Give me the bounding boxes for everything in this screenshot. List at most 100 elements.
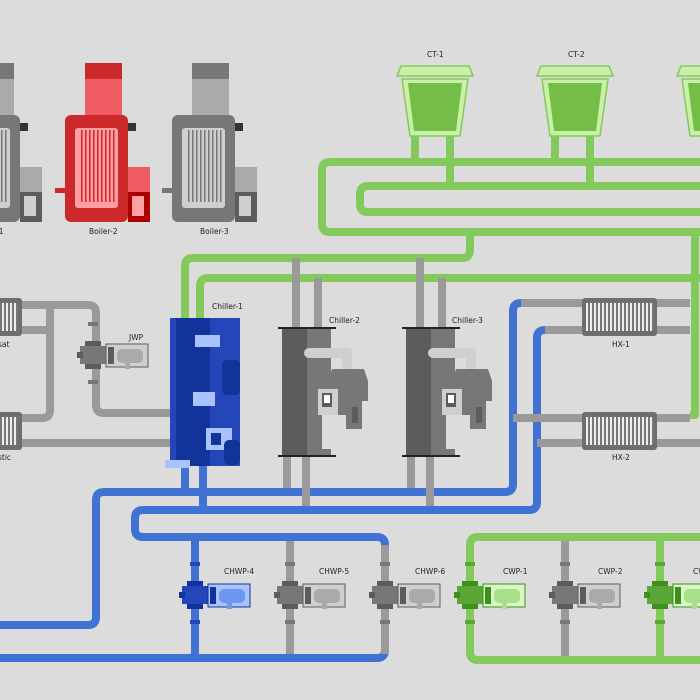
boiler1-label: -1 [0,227,4,236]
cooling-tower-1[interactable] [395,65,475,137]
part [548,83,602,131]
part [644,592,650,598]
part [0,417,2,445]
part [620,303,622,331]
ct2-label: CT-2 [568,50,585,59]
part [162,188,172,193]
pump-jwp[interactable] [77,322,149,384]
part [596,417,598,445]
hx-left-bottom[interactable] [0,412,22,450]
pump-chwp-6[interactable] [369,562,441,624]
part [192,63,229,79]
chiller-3[interactable] [402,327,492,457]
part [628,417,630,445]
chwp5-label: CHWP-5 [319,567,349,576]
hx-1[interactable] [582,298,657,336]
part [592,417,594,445]
part [196,130,198,202]
part [409,589,435,603]
part [277,586,303,604]
part [402,455,460,457]
part [132,196,144,216]
part [77,352,83,358]
part [208,130,210,202]
cw-chiller-supply [181,232,474,322]
part [212,130,214,202]
part [97,130,99,202]
pump-cwp-2[interactable] [549,562,621,624]
part [692,603,697,609]
part [465,620,475,624]
part [402,327,460,329]
part [457,586,483,604]
part [235,123,243,131]
part [597,603,602,609]
part [113,130,115,202]
part [647,586,673,604]
part [494,589,520,603]
hx-left-top[interactable] [0,298,22,336]
part [352,407,358,423]
part [4,417,6,445]
part [165,460,190,468]
hx-2[interactable] [582,412,657,450]
part [628,303,630,331]
chiller2-label: Chiller-2 [329,316,360,325]
part [616,303,618,331]
pump-chwp-5[interactable] [274,562,346,624]
chw-header-2 [131,326,549,546]
part [476,407,482,423]
part [466,348,476,370]
pump-chwp-4[interactable] [179,562,251,624]
pump-cwp-3[interactable] [644,562,700,624]
cwp3-label: CW [693,567,700,576]
part [195,335,220,347]
part [0,63,14,79]
part [648,303,650,331]
part [324,395,330,403]
chiller-2[interactable] [278,327,368,457]
part [400,587,406,604]
part [88,380,98,384]
part [322,603,327,609]
part [604,303,606,331]
part [24,196,36,216]
boiler-2[interactable] [55,63,150,222]
part [600,417,602,445]
part [278,455,336,457]
part [101,130,103,202]
part [535,65,615,77]
part [16,303,18,331]
part [465,562,475,566]
hx2-label: HX-2 [612,453,630,462]
part [222,360,240,395]
part [675,587,681,604]
cw-ct-loop [356,182,700,216]
part [128,123,136,131]
part [81,130,83,202]
part [655,620,665,624]
part [125,363,130,369]
cwp2-label: CWP-2 [598,567,623,576]
cooling-tower-2[interactable] [535,65,615,137]
boiler3-label: Boiler-3 [200,227,229,236]
hx1-label: HX-1 [612,340,630,349]
part [105,130,107,202]
part [640,417,642,445]
pump-cwp-1[interactable] [454,562,526,624]
part [588,417,590,445]
cooling-tower-3[interactable] [675,65,700,137]
ct1-label: CT-1 [427,50,444,59]
part [274,592,280,598]
part [560,620,570,624]
chiller-1[interactable] [165,318,240,468]
chiller3-label: Chiller-3 [452,316,483,325]
part [580,587,586,604]
part [227,603,232,609]
boiler-1[interactable] [0,63,42,222]
chwp6-label: CHWP-6 [415,567,445,576]
boiler-3[interactable] [162,63,257,222]
heat-pipe-mid [20,305,54,422]
